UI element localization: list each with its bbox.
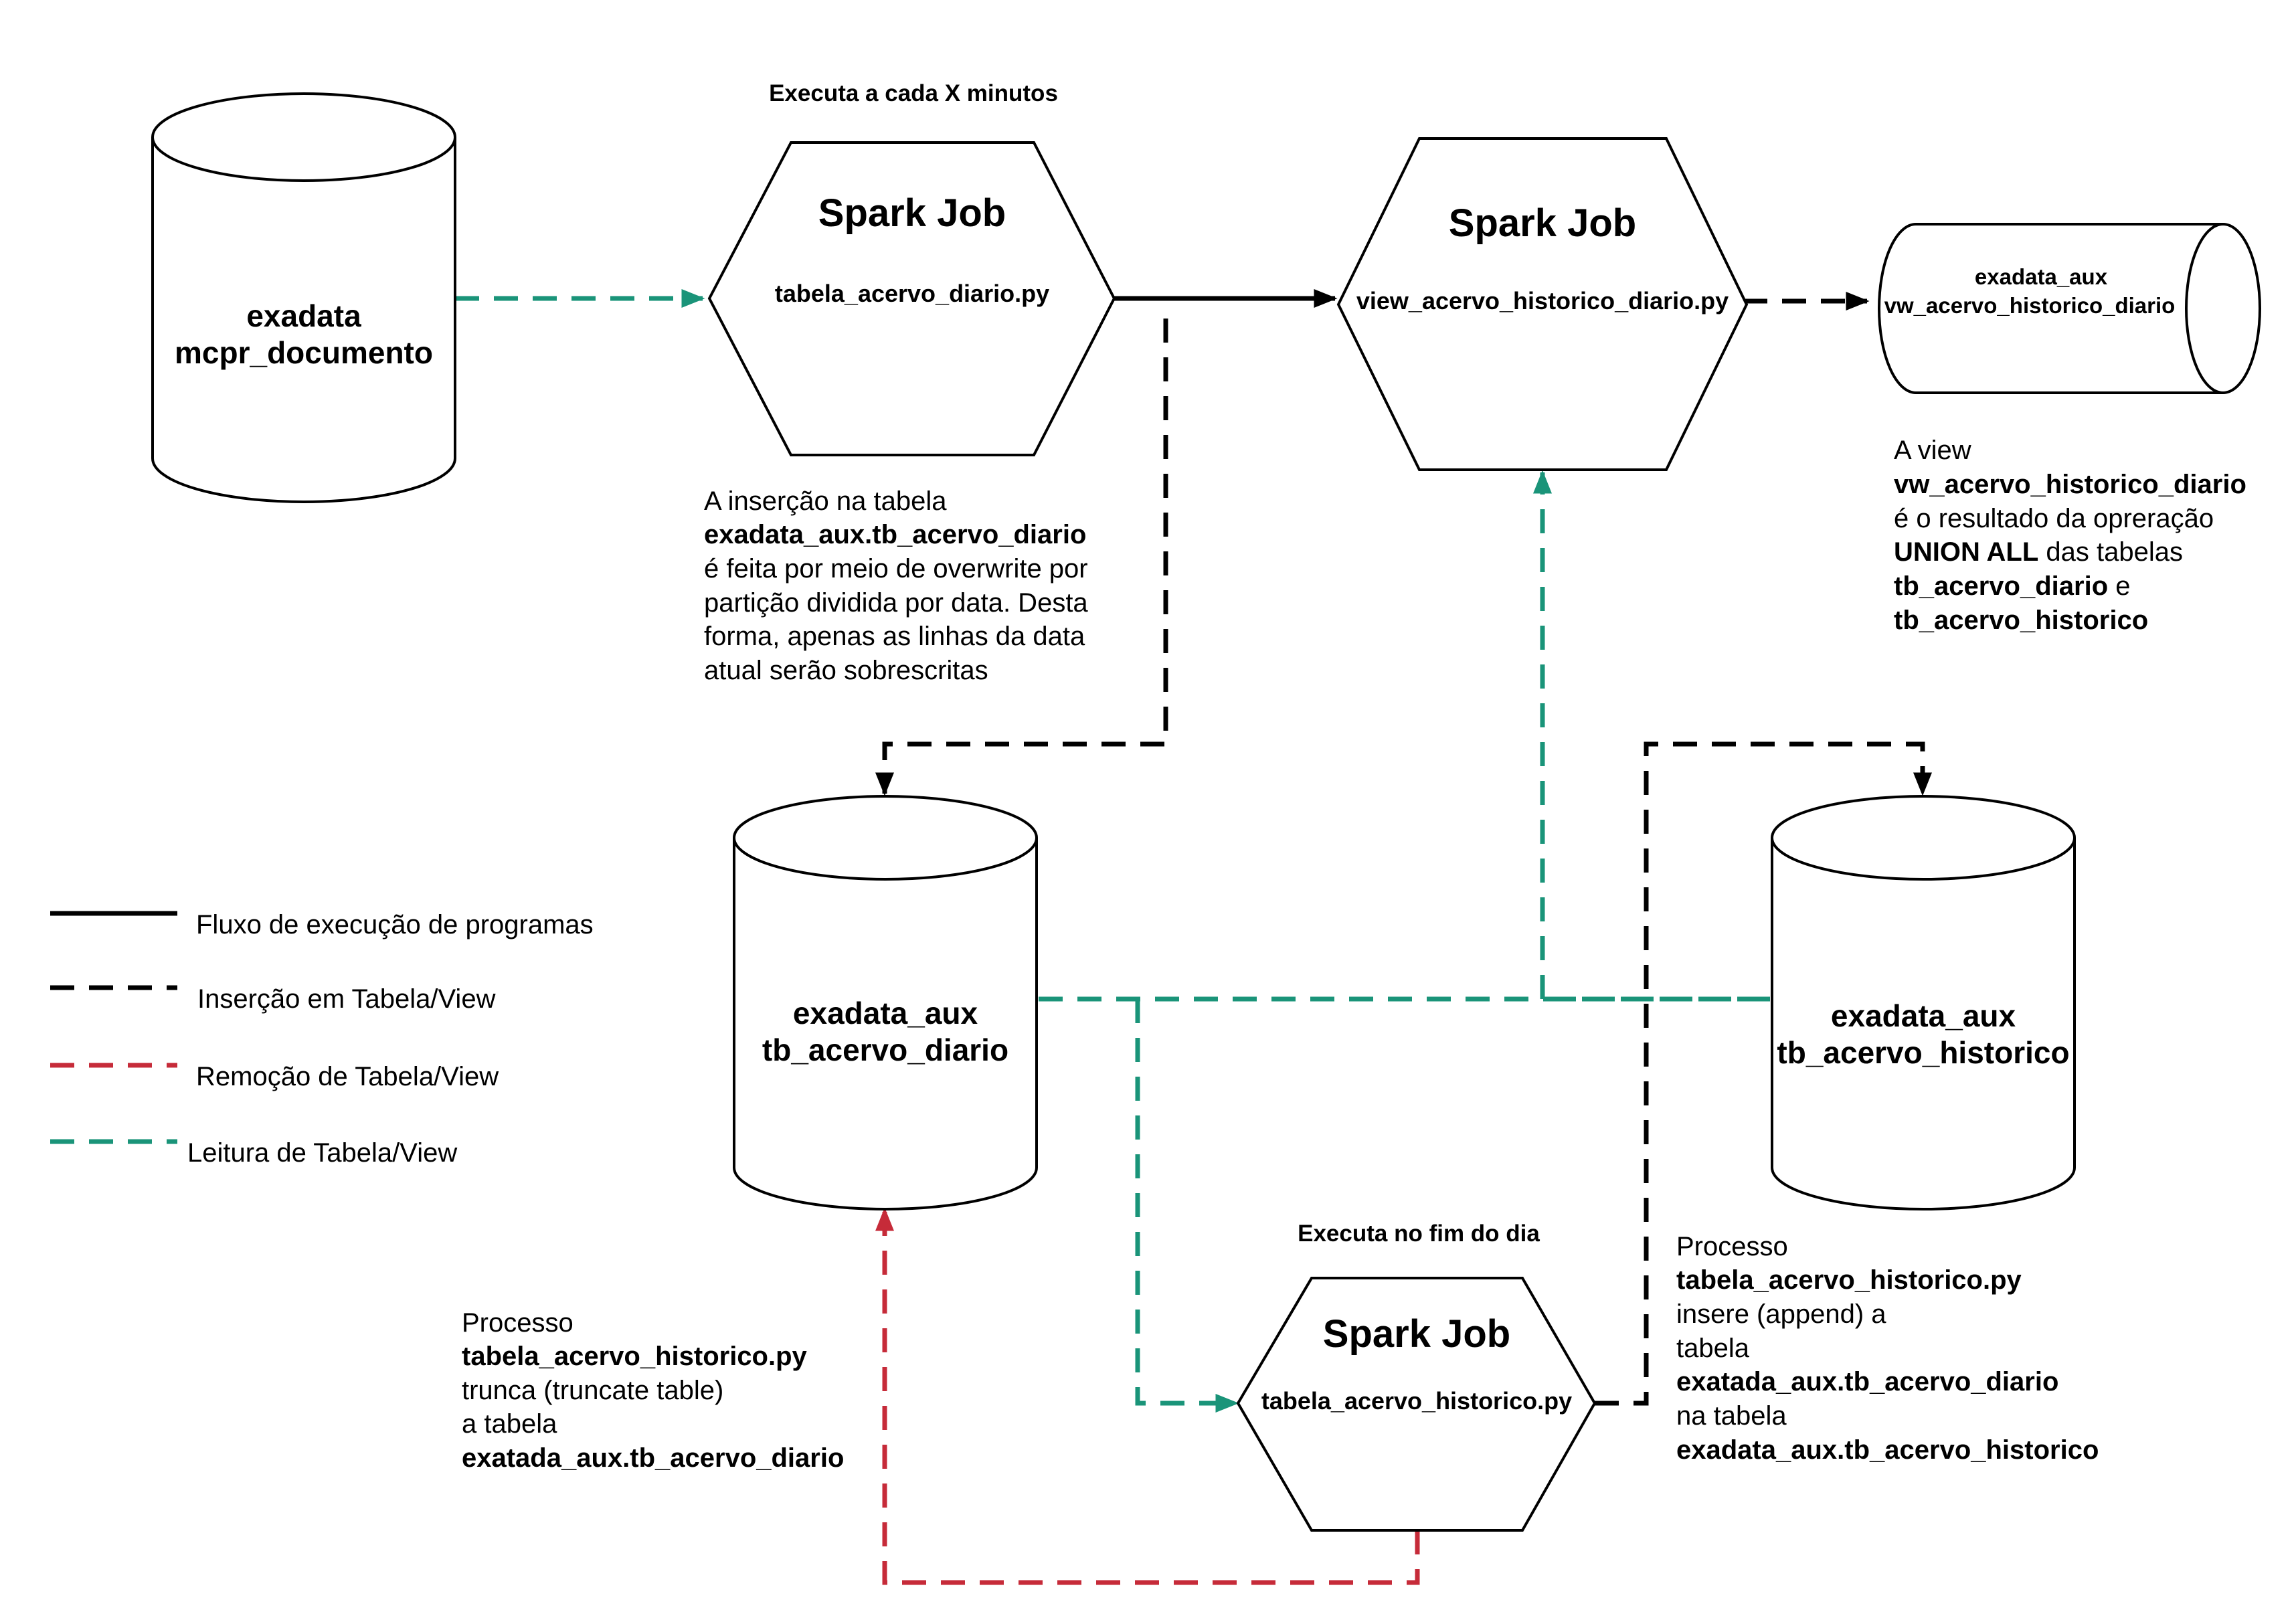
svg-text:exadata_aux.tb_acervo_historic: exadata_aux.tb_acervo_historico [1676,1435,2099,1465]
svg-text:trunca (truncate table): trunca (truncate table) [462,1376,723,1405]
svg-text:a tabela: a tabela [462,1409,557,1439]
tb-historico-name: tb_acervo_historico [1777,1035,2069,1070]
svg-text:exatada_aux.tb_acervo_diario: exatada_aux.tb_acervo_diario [462,1443,844,1473]
svg-text:na tabela: na tabela [1676,1401,1787,1431]
svg-text:exatada_aux.tb_acervo_diario: exatada_aux.tb_acervo_diario [1676,1367,2058,1397]
svg-text:exadata_aux.tb_acervo_diario: exadata_aux.tb_acervo_diario [704,520,1086,549]
diario-insertion-note: A inserção na tabela exadata_aux.tb_acer… [704,486,1088,685]
svg-text:tabela: tabela [1676,1334,1750,1363]
view-cylinder-schema: exadata_aux [1975,264,2108,289]
svg-text:insere (append) a: insere (append) a [1676,1299,1886,1329]
job-diario-title: Spark Job [818,191,1006,235]
edge-insert-job-historico-to-tb-historico [1595,741,1932,1406]
job-view-title: Spark Job [1449,201,1636,245]
job-historico-hexagon [1236,1277,1597,1532]
legend-label-removal: Remoção de Tabela/View [196,1062,499,1091]
job-historico-title: Spark Job [1323,1312,1510,1356]
view-note: A view vw_acervo_historico_diario é o re… [1894,436,2246,635]
tb-historico-schema: exadata_aux [1831,998,2016,1033]
job-diario-hexagon [707,141,1116,456]
legend-label-reading: Leitura de Tabela/View [187,1138,457,1168]
exadata-source-cylinder [151,92,456,503]
svg-text:tabela_acervo_historico.py: tabela_acervo_historico.py [462,1342,808,1371]
svg-text:A inserção na tabela: A inserção na tabela [704,486,947,516]
svg-text:partição dividida por data. De: partição dividida por data. Desta [704,588,1088,618]
tb-historico-cylinder [1771,795,2076,1210]
svg-text:A view: A view [1894,436,1971,465]
tb-diario-cylinder [733,795,1038,1210]
svg-text:Processo: Processo [1676,1232,1788,1261]
tb-diario-name: tb_acervo_diario [762,1032,1008,1067]
exadata-source-name: exadata [246,298,361,333]
job-historico-script: tabela_acervo_historico.py [1261,1387,1572,1415]
job-view-hexagon [1336,137,1749,471]
svg-text:é o resultado da opreração: é o resultado da opreração [1894,504,2214,533]
svg-text:é feita por meio de overwrite: é feita por meio de overwrite por [704,554,1088,583]
svg-text:Processo: Processo [462,1308,573,1338]
edge-remove-job-historico-to-tb-diario [875,1207,1420,1585]
svg-text:UNION ALL das tabelas: UNION ALL das tabelas [1894,537,2183,567]
append-note: Processo tabela_acervo_historico.py inse… [1676,1232,2099,1465]
job-view-script: view_acervo_historico_diario.py [1356,287,1729,314]
exadata-source-table: mcpr_documento [175,335,433,370]
truncate-note: Processo tabela_acervo_historico.py trun… [462,1308,844,1473]
legend-label-insertion: Inserção em Tabela/View [197,984,496,1014]
svg-text:tabela_acervo_historico.py: tabela_acervo_historico.py [1676,1265,2022,1295]
view-cylinder-name: vw_acervo_historico_diario [1884,293,2176,318]
tb-diario-schema: exadata_aux [793,996,978,1030]
job-diario-script: tabela_acervo_diario.py [775,280,1049,307]
legend-label-execution: Fluxo de execução de programas [196,910,594,939]
edge-read-tb-diario-to-job-historico [1135,999,1239,1413]
legend: Fluxo de execução de programas Inserção … [50,910,594,1168]
edge-insert-job-diario-to-tb-diario [875,319,1168,796]
job-historico-schedule: Executa no fim do dia [1298,1221,1540,1247]
view-cylinder [1878,223,2261,394]
svg-text:vw_acervo_historico_diario: vw_acervo_historico_diario [1894,470,2246,499]
svg-text:tb_acervo_diario e: tb_acervo_diario e [1894,571,2131,601]
svg-text:forma, apenas as linhas da dat: forma, apenas as linhas da data [704,622,1085,651]
svg-text:atual serão sobrescritas: atual serão sobrescritas [704,656,988,685]
job-diario-schedule: Executa a cada X minutos [769,80,1058,106]
svg-text:tb_acervo_historico: tb_acervo_historico [1894,606,2148,635]
